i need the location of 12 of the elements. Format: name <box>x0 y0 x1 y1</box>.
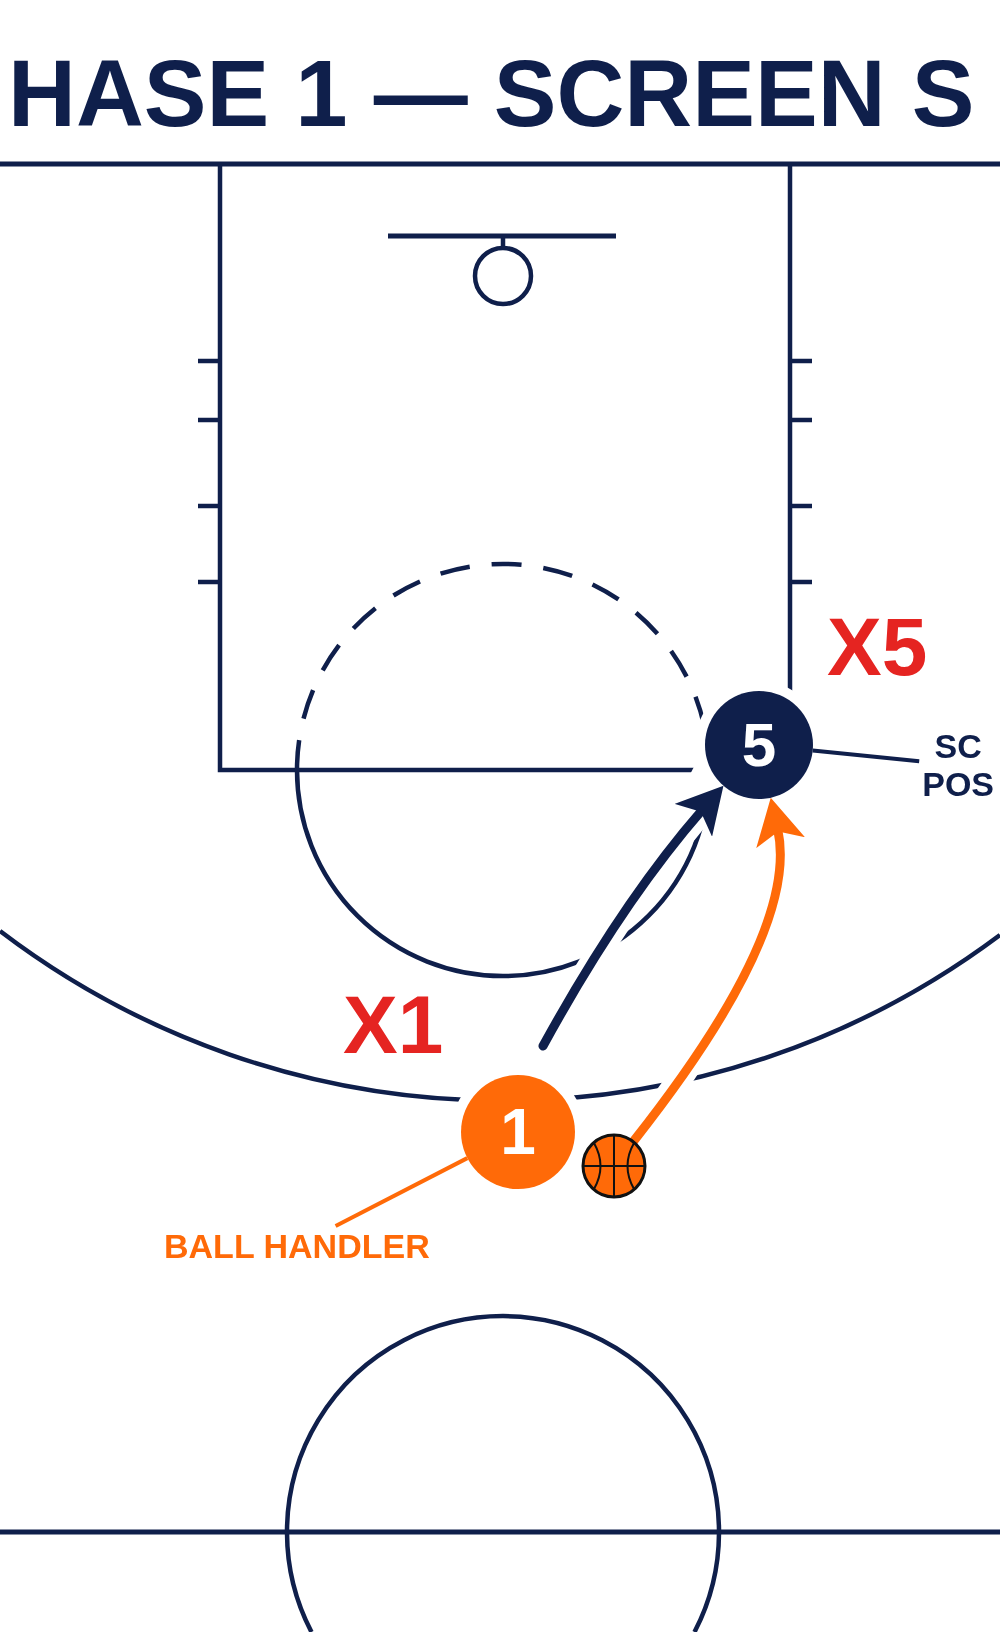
arrow <box>629 797 805 1145</box>
defender-label: X5 <box>827 606 928 688</box>
callout-label: BALL HANDLER <box>164 1229 430 1263</box>
player-circle: 5 <box>705 691 813 799</box>
leader-line <box>334 1156 469 1228</box>
defender-label: X1 <box>343 984 444 1066</box>
title: HASE 1 — SCREEN S <box>8 47 975 141</box>
arrow <box>538 785 724 1051</box>
basketball-icon <box>581 1133 647 1199</box>
leader-line <box>812 748 920 764</box>
player-circle: 1 <box>461 1075 575 1189</box>
callout-label: SC POS <box>922 727 994 804</box>
